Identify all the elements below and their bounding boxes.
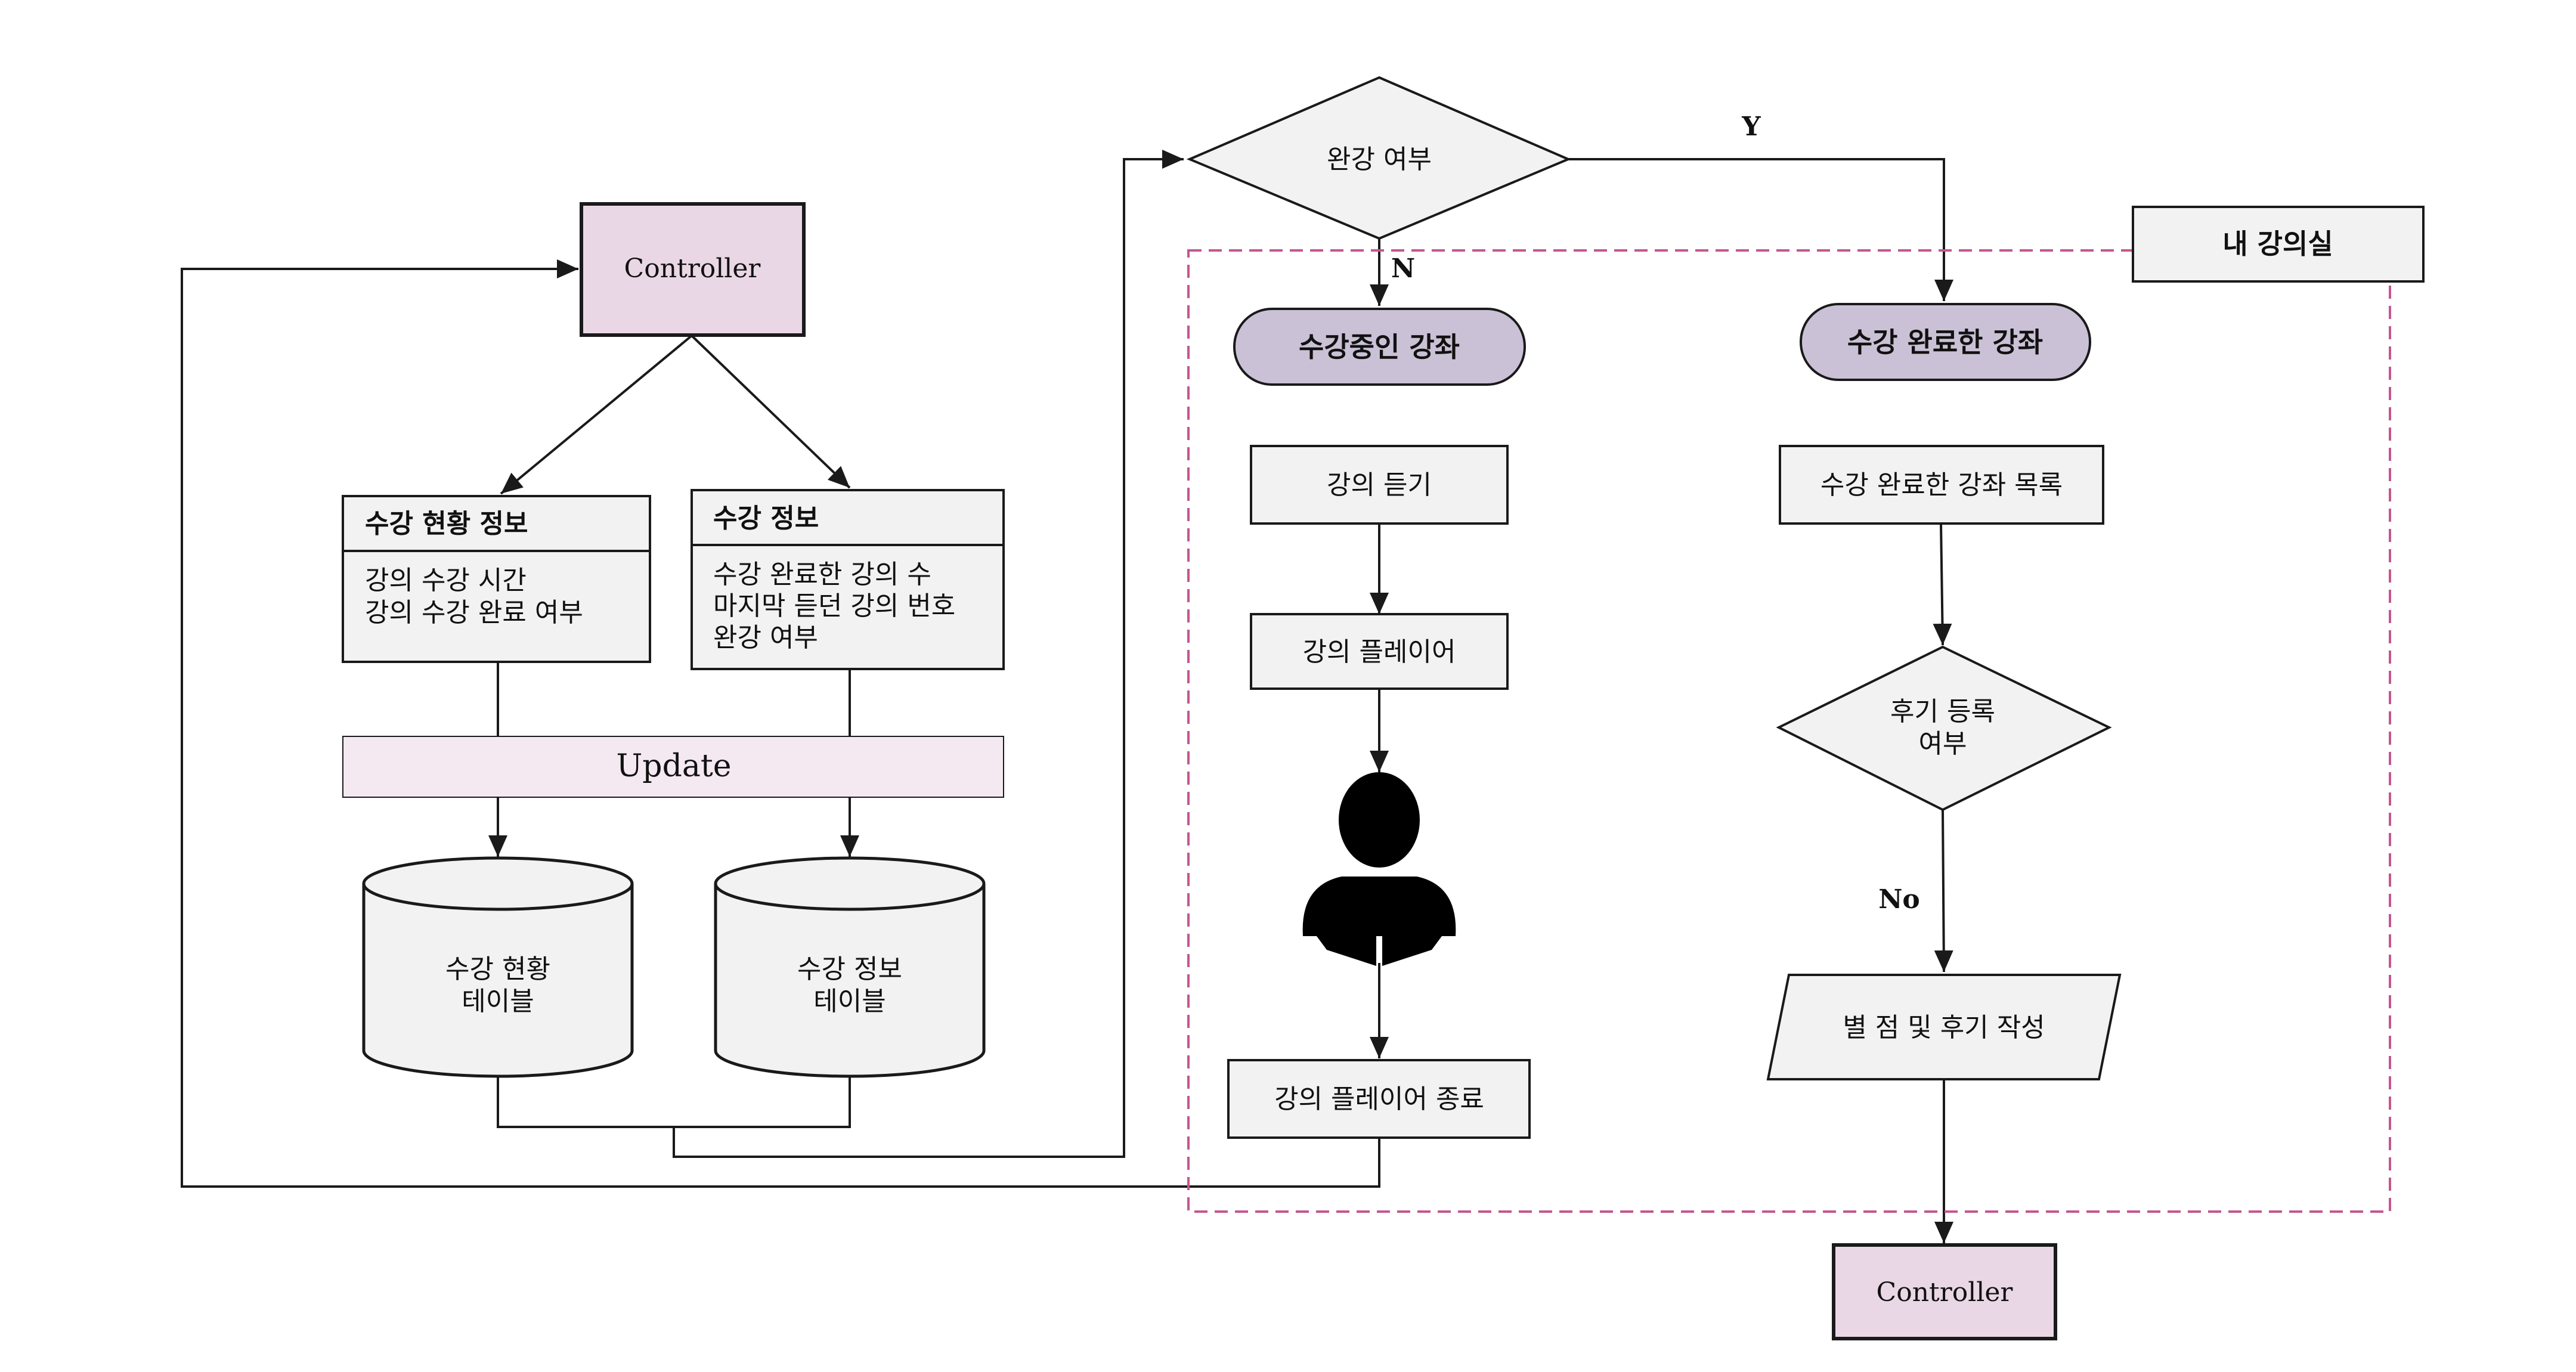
status-info-box: 수강 현황 정보 강의 수강 시간 강의 수강 완료 여부 — [342, 495, 651, 663]
enroll-cylinder-body — [714, 884, 986, 1078]
enroll-info-line-2: 마지막 듣던 강의 번호 — [713, 591, 955, 621]
enroll-table-line-1: 수강 정보 — [797, 954, 902, 984]
completed-course-pill[interactable]: 수강 완료한 강좌 — [1800, 303, 2091, 381]
enroll-info-line-1: 수강 완료한 강의 수 — [713, 559, 931, 590]
lecture-listen-rect — [1250, 445, 1509, 525]
player-end-rect — [1227, 1059, 1531, 1139]
review-decision[interactable]: 후기 등록 여부 — [1776, 645, 2112, 812]
reader-book — [1317, 885, 1442, 966]
status-table-line-2: 테이블 — [462, 986, 534, 1017]
arrow-controller-to-status-info — [500, 335, 693, 495]
controller-bottom-label: Controller — [1877, 1277, 2014, 1308]
controller-top[interactable]: Controller — [580, 202, 806, 337]
completed-list-box[interactable]: 수강 완료한 강좌 목록 — [1779, 445, 2104, 525]
lecture-player-box[interactable]: 강의 플레이어 — [1250, 613, 1509, 690]
arrow-decision-yes — [1568, 158, 1953, 301]
arrow-review-decision-no — [1934, 809, 1953, 973]
review-write-label: 별 점 및 후기 작성 — [1843, 1012, 2045, 1043]
my-classroom-box — [2132, 206, 2425, 283]
review-decision-line-2: 여부 — [1919, 729, 1967, 759]
update-bar-box — [342, 736, 1004, 798]
arrow-player-end-to-controller — [181, 259, 1380, 1188]
lecture-listen-label: 강의 듣기 — [1327, 470, 1432, 500]
lecture-listen-box[interactable]: 강의 듣기 — [1250, 445, 1509, 525]
review-write-parallelogram — [1766, 974, 2122, 1080]
arrow-databases-to-decision — [673, 150, 1184, 1158]
lecture-player-label: 강의 플레이어 — [1303, 637, 1456, 667]
completion-decision-label: 완강 여부 — [1327, 144, 1432, 175]
completed-list-label: 수강 완료한 강좌 목록 — [1820, 470, 2063, 500]
edge-label-no: No — [1878, 884, 1920, 915]
my-classroom-group-frame — [1187, 249, 2391, 1213]
connectors — [181, 150, 1953, 1243]
controller-bottom-box — [1832, 1243, 2057, 1340]
status-info-title: 수강 현황 정보 — [365, 509, 528, 539]
status-table-line-1: 수강 현황 — [445, 954, 550, 984]
status-info-body — [342, 550, 651, 663]
completed-label: 수강 완료한 강좌 — [1847, 326, 2043, 358]
lecture-player-rect — [1250, 613, 1509, 690]
player-end-box[interactable]: 강의 플레이어 종료 — [1227, 1059, 1531, 1139]
status-info-header — [342, 495, 651, 552]
my-classroom-label: 내 강의실 — [2222, 228, 2333, 260]
controller-top-label: Controller — [624, 253, 761, 284]
enroll-table-line-2: 테이블 — [813, 986, 886, 1017]
enroll-table-cylinder: 수강 정보 테이블 — [714, 856, 986, 1078]
controller-bottom[interactable]: Controller — [1832, 1243, 2057, 1340]
completion-decision[interactable]: 완강 여부 — [1186, 76, 1572, 240]
enroll-info-title: 수강 정보 — [713, 503, 819, 534]
in-progress-pill-shape — [1233, 308, 1526, 386]
status-info-line-2: 강의 수강 완료 여부 — [365, 597, 583, 628]
review-decision-line-1: 후기 등록 — [1890, 696, 1995, 727]
enroll-cylinder-top — [714, 856, 986, 911]
person-reading-book-icon — [1302, 772, 1456, 966]
enroll-info-box: 수강 정보 수강 완료한 강의 수 마지막 듣던 강의 번호 완강 여부 — [691, 489, 1005, 670]
completed-pill-shape — [1800, 303, 2091, 381]
enroll-info-line-3: 완강 여부 — [713, 622, 818, 653]
line-databases-merge — [497, 1076, 851, 1128]
review-decision-diamond — [1776, 645, 2112, 812]
arrow-list-to-review-decision — [1933, 523, 1952, 646]
edge-label-yes: Y — [1741, 112, 1761, 142]
arrow-controller-to-enroll-info — [691, 335, 851, 489]
completion-decision-diamond — [1186, 76, 1572, 240]
edge-label-n: N — [1391, 253, 1415, 284]
my-classroom-tag: 내 강의실 — [2132, 206, 2425, 283]
status-table-cylinder: 수강 현황 테이블 — [362, 856, 634, 1078]
update-label: Update — [616, 748, 731, 784]
status-cylinder-top — [362, 856, 634, 911]
reader-head — [1339, 772, 1420, 868]
controller-top-box — [580, 202, 806, 337]
update-bar: Update — [342, 736, 1004, 798]
completed-list-rect — [1779, 445, 2104, 525]
enroll-info-body — [691, 544, 1005, 670]
player-end-label: 강의 플레이어 종료 — [1274, 1084, 1484, 1114]
review-write-box[interactable]: 별 점 및 후기 작성 — [1766, 974, 2122, 1080]
status-cylinder-body — [362, 884, 634, 1078]
enroll-info-header — [691, 489, 1005, 546]
status-info-line-1: 강의 수강 시간 — [365, 565, 527, 596]
in-progress-course-pill[interactable]: 수강중인 강좌 — [1233, 308, 1526, 386]
in-progress-label: 수강중인 강좌 — [1299, 331, 1460, 363]
